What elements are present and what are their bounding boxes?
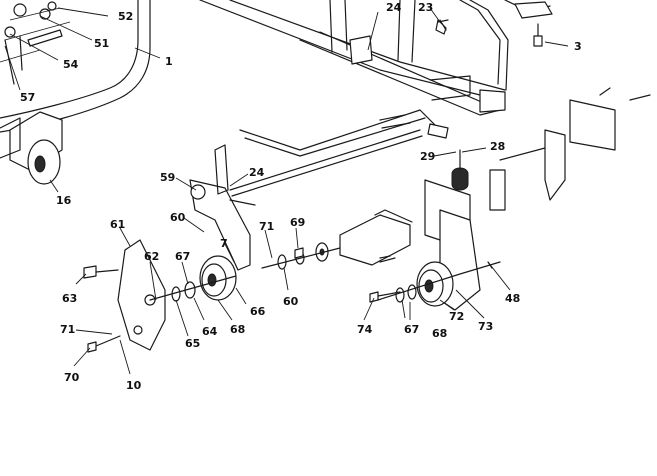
callout-23: 23 [418,1,433,14]
callout-24-top: 24 [386,1,402,14]
idler-pulley-right [377,261,501,307]
callout-72: 72 [449,310,464,323]
callout-1: 1 [165,55,173,68]
bolt-23 [435,19,447,35]
callout-70: 70 [64,371,80,384]
leader-lines [4,7,569,375]
idler-pulley-left [149,255,237,302]
callout-52: 52 [118,10,133,23]
callout-63: 63 [62,292,77,305]
mounting-plate [117,239,166,351]
callout-59: 59 [160,171,175,184]
right-bracket [499,87,651,201]
callout-64: 64 [202,325,218,338]
callout-51: 51 [94,37,109,50]
callout-66: 66 [250,305,266,318]
callout-69: 69 [290,216,305,229]
callout-54: 54 [63,58,79,71]
callout-60-upper: 60 [170,211,186,224]
callout-71-upper: 71 [259,220,274,233]
callout-48: 48 [505,292,520,305]
callout-67-right: 67 [404,323,419,336]
mower-frame [199,0,553,197]
idler-arm [189,144,256,271]
channel-bracket [339,209,413,266]
callout-68-left: 68 [230,323,245,336]
bolt-3 [533,23,543,47]
callout-74: 74 [357,323,373,336]
small-bolts [83,247,493,353]
callout-28: 28 [490,140,505,153]
callout-60-lower: 60 [283,295,299,308]
callout-16: 16 [56,194,72,207]
callout-29: 29 [420,150,435,163]
callout-10: 10 [126,379,142,392]
callout-3: 3 [574,40,582,53]
callout-labels: 52 51 54 57 1 16 24 23 3 28 29 59 24 60 … [20,1,582,392]
callout-73: 73 [478,320,493,333]
gauge-roller [0,111,63,185]
callout-57: 57 [20,91,35,104]
callout-61: 61 [110,218,125,231]
callout-62: 62 [144,250,159,263]
callout-7: 7 [220,237,228,250]
callout-68-right: 68 [432,327,447,340]
callout-65: 65 [185,337,200,350]
callout-71-lower: 71 [60,323,75,336]
callout-24-mid: 24 [249,166,265,179]
callout-67-left: 67 [175,250,190,263]
